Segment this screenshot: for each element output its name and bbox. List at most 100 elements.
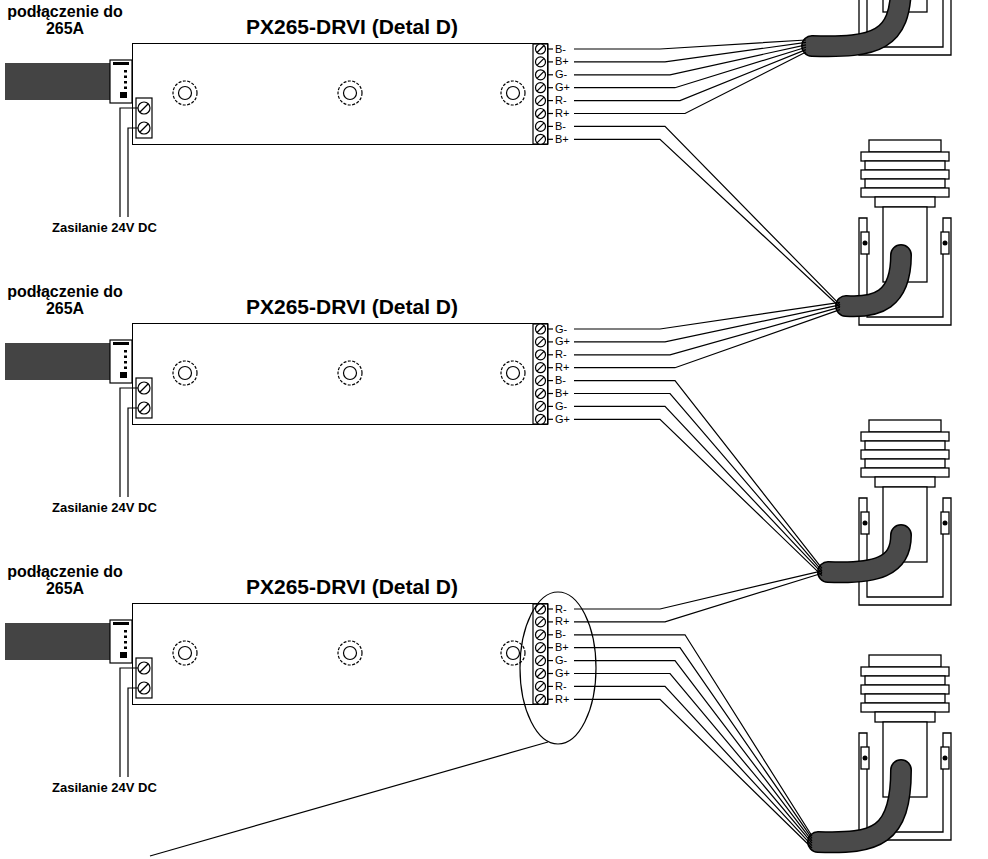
power-terminal	[136, 658, 152, 698]
screw-slot	[537, 326, 544, 333]
power-wire	[120, 108, 138, 217]
pin-label: B+	[555, 55, 569, 68]
pin-label: B+	[555, 133, 569, 146]
mounting-hole-inner	[344, 367, 357, 380]
lamp-pivot	[941, 747, 949, 769]
terminal-screw	[138, 382, 150, 394]
pin-stub	[548, 87, 553, 88]
pin-label: R-	[555, 680, 567, 693]
terminal-screw	[536, 83, 546, 93]
power-terminal	[136, 98, 152, 138]
terminal-screw	[536, 44, 546, 54]
terminal-screw	[536, 70, 546, 80]
wire-bundle	[574, 571, 822, 848]
control-cable	[5, 63, 111, 100]
pin-label: R-	[555, 94, 567, 107]
lamp-fin	[861, 667, 949, 676]
terminal-screw	[536, 363, 546, 373]
lamp-fixture	[818, 655, 951, 842]
mounting-hole-inner	[179, 367, 192, 380]
mounting-hole-inner	[344, 647, 357, 660]
pin-stub	[548, 328, 553, 329]
connector-pin	[124, 356, 127, 359]
connector-latch	[120, 372, 127, 378]
rj-connector	[110, 620, 132, 663]
lamp-fin	[861, 468, 949, 477]
terminal-screw	[138, 402, 150, 414]
pin-label: G-	[555, 400, 567, 413]
screw-slot	[537, 46, 544, 53]
lamp-fixture	[846, 140, 951, 325]
detail-callout	[520, 592, 596, 744]
pin-label: R+	[555, 361, 569, 374]
wire	[574, 310, 840, 368]
connector-pin	[124, 350, 127, 353]
terminal-screw	[536, 669, 546, 679]
terminal-screw	[536, 350, 546, 360]
lamp-cable	[818, 770, 901, 842]
terminal-screw	[536, 617, 546, 627]
driver-module	[5, 604, 553, 777]
screw-slot	[140, 124, 148, 132]
terminal-screw	[536, 414, 546, 424]
connector-latch	[120, 92, 127, 98]
lamp-cap	[869, 420, 941, 432]
lamp-fin	[865, 161, 945, 170]
terminal-screw	[138, 102, 150, 114]
connector-pin	[124, 76, 127, 79]
lamp-fin	[865, 441, 945, 450]
lamp-fixture	[812, 0, 951, 55]
screw-slot	[537, 351, 544, 358]
pivot-screw	[943, 521, 948, 526]
terminal-block	[533, 44, 548, 144]
terminal-screw	[536, 57, 546, 67]
mounting-hole-inner	[507, 367, 520, 380]
screw-slot	[537, 97, 544, 104]
wire	[574, 406, 822, 573]
terminal-screw	[138, 682, 150, 694]
screw-slot	[537, 71, 544, 78]
lamp-cable-outline	[828, 535, 901, 572]
terminal-screw	[536, 681, 546, 691]
screw-slot	[140, 684, 148, 692]
pin-stub	[548, 686, 553, 687]
pin-stub	[548, 48, 553, 49]
terminal-screw	[536, 134, 546, 144]
connector-mark	[113, 622, 129, 625]
mounting-hole	[501, 361, 525, 385]
lamp-fin	[865, 676, 945, 685]
pin-label: R+	[555, 693, 569, 706]
pin-stub	[548, 354, 553, 355]
pin-stub	[548, 621, 553, 622]
lamp-fin	[861, 152, 949, 161]
lamp-cable	[812, 0, 901, 46]
pin-stub	[548, 406, 553, 407]
connector-pin	[124, 81, 127, 84]
pin-label: G+	[555, 667, 570, 680]
control-cable	[5, 623, 111, 660]
lamp-cap	[869, 655, 941, 667]
pin-label: R+	[555, 107, 569, 120]
connector-pin	[124, 87, 127, 90]
wire	[574, 307, 840, 355]
pin-stub	[548, 341, 553, 342]
lamp-fin	[861, 685, 949, 694]
wire	[574, 302, 840, 329]
pivot-screw	[863, 521, 868, 526]
wire	[574, 635, 812, 836]
mounting-hole-inner	[507, 87, 520, 100]
terminal-screw	[536, 389, 546, 399]
pivot-screw	[943, 756, 948, 761]
pin-stub	[548, 419, 553, 420]
pin-label: G-	[555, 68, 567, 81]
connector-pin	[124, 636, 127, 639]
mounting-hole-inner	[507, 647, 520, 660]
lamp-collar	[875, 477, 935, 487]
terminal-screw	[536, 96, 546, 106]
power-wire	[120, 668, 138, 777]
pin-stub	[548, 74, 553, 75]
power-label: Zasilanie 24V DC	[52, 780, 157, 795]
wire	[574, 419, 822, 575]
